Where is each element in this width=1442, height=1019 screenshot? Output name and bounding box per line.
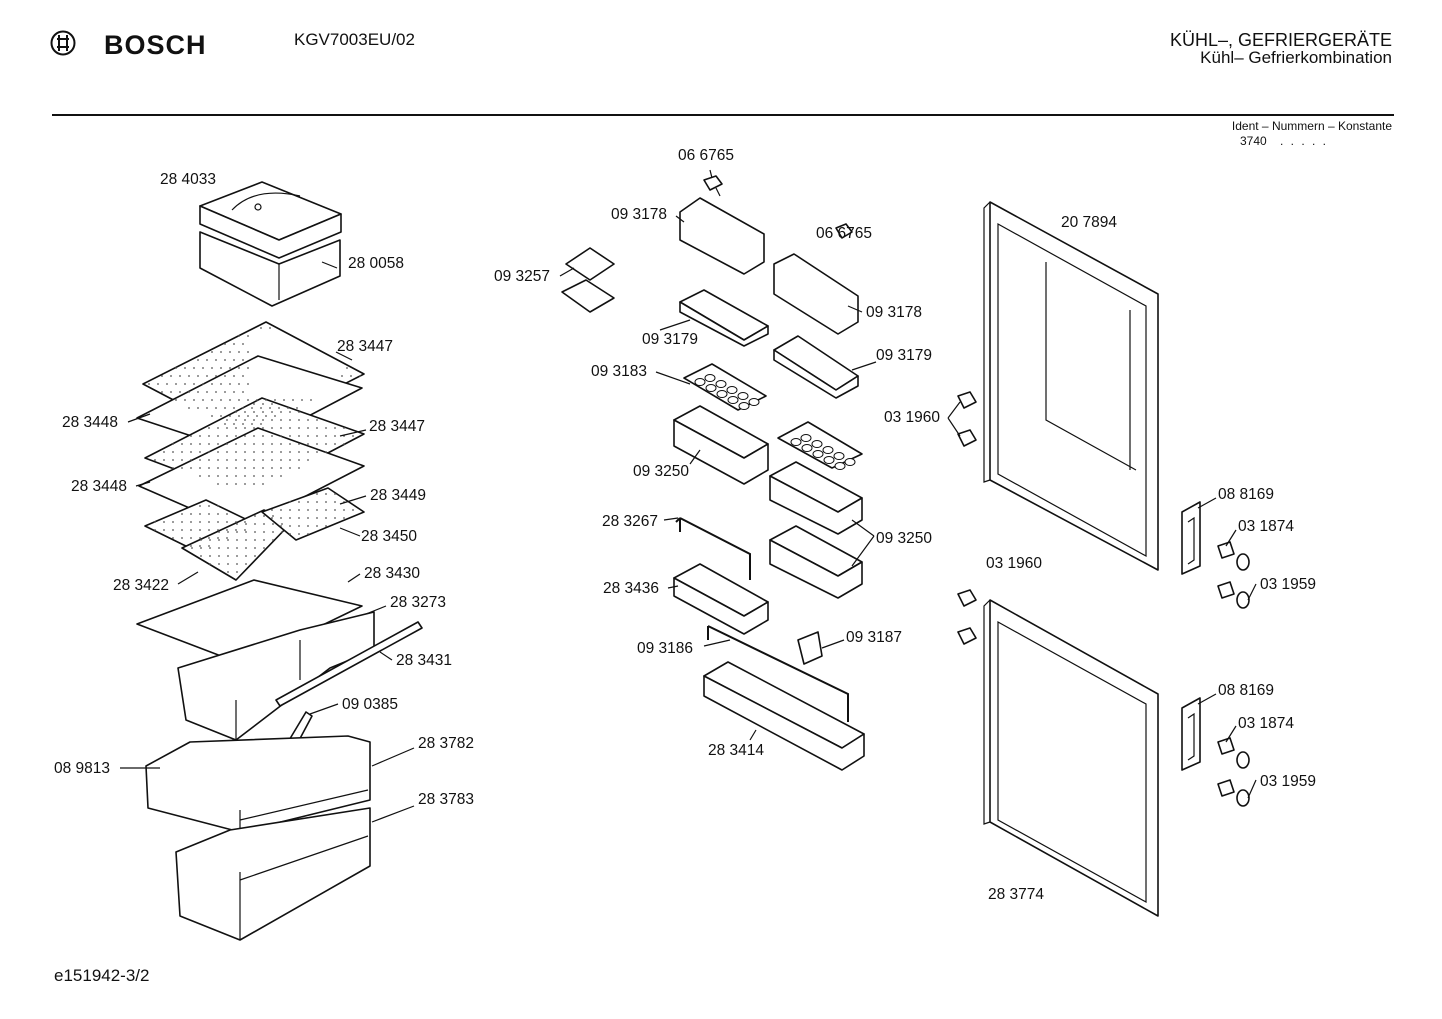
egg-cup-holes <box>694 374 856 470</box>
part-label: 09 3183 <box>591 363 648 380</box>
part-label: 09 3257 <box>494 268 551 285</box>
clip-09-3187 <box>797 631 823 665</box>
part-label: 03 1959 <box>1260 773 1317 790</box>
part-label: 03 1959 <box>1260 576 1317 593</box>
part-label: 28 3273 <box>390 594 447 611</box>
part-label: 03 1960 <box>884 409 941 426</box>
part-label: 09 3250 <box>876 530 933 547</box>
hinge-screws-lower <box>957 589 977 645</box>
part-label: 08 9813 <box>54 760 111 777</box>
part-label: 28 3414 <box>708 742 765 759</box>
part-label: 09 3187 <box>846 629 903 646</box>
part-label: 28 3447 <box>369 418 426 435</box>
part-label: 28 3450 <box>361 528 418 545</box>
part-label: 28 3447 <box>337 338 394 355</box>
upper-door-panel <box>983 201 1159 571</box>
part-label: 28 3449 <box>370 487 427 504</box>
door-bin-09-3250-left <box>673 405 769 485</box>
freezer-drawer-upper <box>145 735 371 833</box>
lower-door-panel <box>983 599 1159 917</box>
part-label: 09 3250 <box>633 463 690 480</box>
door-shelf-pin-top <box>703 175 723 197</box>
part-label: 28 3774 <box>988 886 1045 903</box>
hinge-screws-upper <box>957 391 977 447</box>
door-shelf-pin-right <box>835 223 853 239</box>
door-bin-09-3250-right-lower <box>769 525 863 599</box>
freezer-box <box>199 231 341 307</box>
part-label: 06 6765 <box>816 225 873 242</box>
part-label: 28 4033 <box>160 171 217 188</box>
part-label: 08 8169 <box>1218 682 1275 699</box>
ident-value: 3740 <box>1240 134 1267 148</box>
part-label: 28 3783 <box>418 791 475 808</box>
ident-dots: . . . . . <box>1280 134 1329 148</box>
door-bin-cover-right <box>773 253 859 335</box>
part-label: 28 3430 <box>364 565 421 582</box>
freezer-box-lid <box>199 181 342 259</box>
part-label: 28 3782 <box>418 735 475 752</box>
part-label: 28 3448 <box>62 414 119 431</box>
leader-lines <box>120 169 1257 823</box>
handle-fixings <box>1217 541 1250 807</box>
drawer-rail <box>275 621 423 707</box>
ident-label: Ident – Nummern – Konstante <box>1231 119 1392 133</box>
part-label: 03 1874 <box>1238 518 1295 535</box>
door-bin-09-3250-right-upper <box>769 461 863 535</box>
door-bin-upper-left <box>679 289 769 347</box>
part-label: 28 0058 <box>348 255 405 272</box>
category-subtitle: Kühl– Gefrierkombination <box>1200 48 1392 67</box>
door-handle-upper <box>1181 501 1201 575</box>
small-container-09-3257 <box>561 247 615 313</box>
bottle-retainer-rod <box>675 517 751 580</box>
part-label: 06 6765 <box>678 147 735 164</box>
part-label: 28 3436 <box>603 580 660 597</box>
part-label: 28 3267 <box>602 513 659 530</box>
header-divider <box>52 114 1394 116</box>
part-label: 20 7894 <box>1061 214 1118 231</box>
part-label: 09 3179 <box>642 331 699 348</box>
brand-name: BOSCH <box>104 30 207 60</box>
model-number: KGV7003EU/02 <box>294 30 415 49</box>
door-bin-upper-right <box>773 335 859 399</box>
category-title: KÜHL–, GEFRIERGERÄTE <box>1169 30 1392 50</box>
part-label: 03 1874 <box>1238 715 1295 732</box>
part-label: 28 3431 <box>396 652 453 669</box>
bottle-rod-09-3186 <box>707 625 849 722</box>
door-bin-28-3436 <box>673 563 769 635</box>
part-label: 09 3179 <box>876 347 933 364</box>
part-label: 28 3422 <box>113 577 170 594</box>
part-label: 09 0385 <box>342 696 399 713</box>
door-handle-lower <box>1181 697 1201 771</box>
part-label: 08 8169 <box>1218 486 1275 503</box>
freezer-drawer-lower <box>175 807 371 941</box>
crisper-cover-plate <box>136 579 363 665</box>
part-label: 09 3186 <box>637 640 694 657</box>
bosch-logo-icon <box>50 30 76 56</box>
drawing-id: e151942-3/2 <box>54 966 150 985</box>
glass-shelf-split <box>144 487 365 581</box>
part-label: 09 3178 <box>866 304 923 321</box>
bottle-bin-28-3414 <box>703 661 865 771</box>
door-bin-cover-left <box>679 197 765 275</box>
shelf-dot-pattern <box>148 327 361 573</box>
part-label: 09 3178 <box>611 206 668 223</box>
part-label: 03 1960 <box>986 555 1043 572</box>
part-label: 28 3448 <box>71 478 128 495</box>
